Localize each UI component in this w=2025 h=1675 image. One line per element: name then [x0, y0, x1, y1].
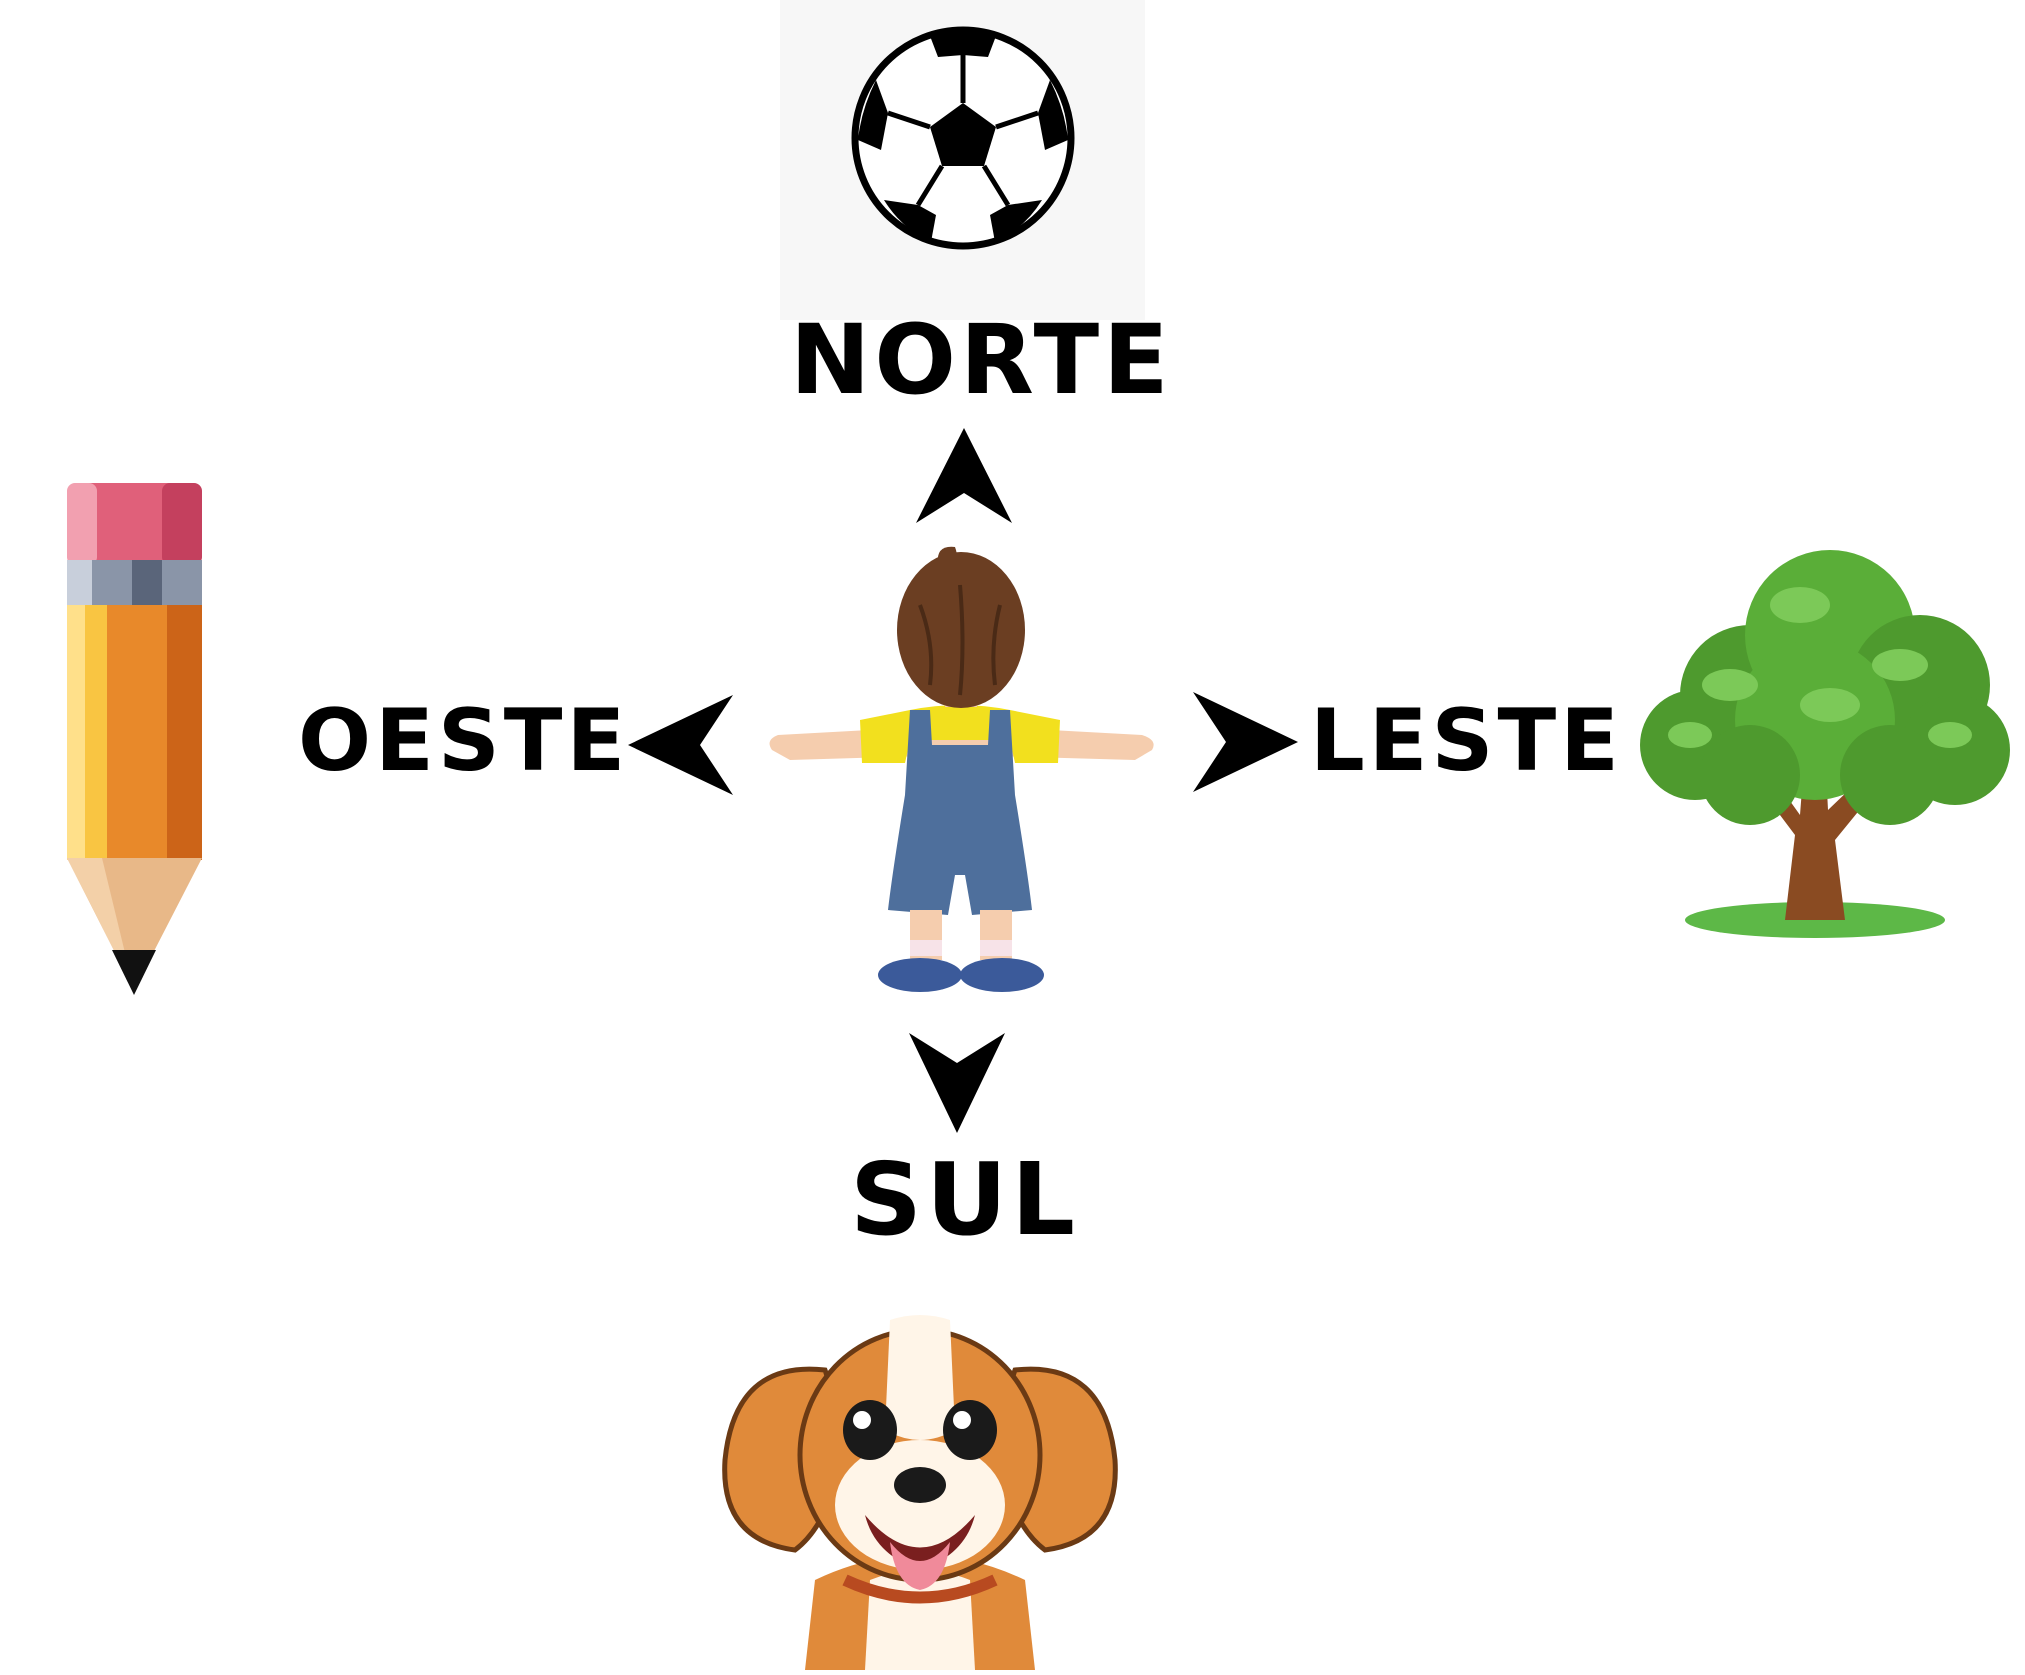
soccer-ball-image — [780, 0, 1145, 320]
pencil-image — [67, 483, 202, 995]
south-arrow-icon — [909, 1033, 1005, 1133]
east-arrow-icon — [1193, 692, 1298, 792]
tree-image — [1640, 550, 2010, 938]
south-label: SUL — [850, 1141, 1079, 1258]
east-label: LESTE — [1310, 691, 1623, 791]
west-label: OESTE — [298, 691, 630, 791]
north-label: NORTE — [790, 304, 1173, 416]
north-arrow-icon — [916, 428, 1012, 523]
west-arrow-icon — [628, 695, 733, 795]
dog-image — [722, 1315, 1118, 1670]
child-image — [769, 546, 1154, 992]
